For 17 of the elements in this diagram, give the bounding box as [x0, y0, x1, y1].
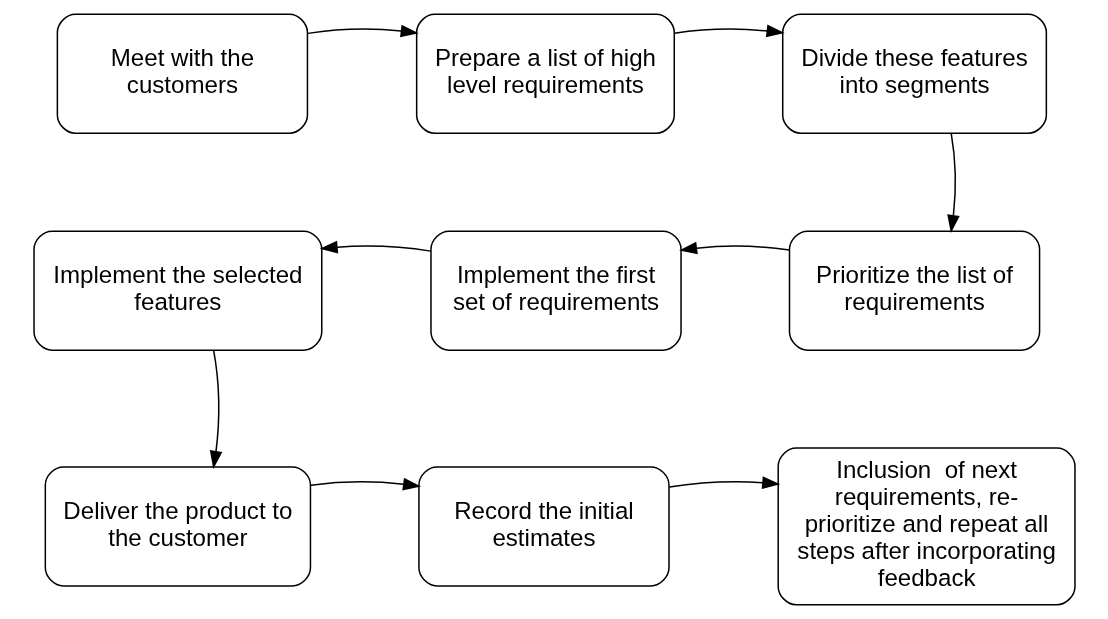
node-box: Prepare a list of high level requirements — [415, 13, 675, 134]
arrow — [668, 476, 780, 489]
node-box: Meet with the customers — [56, 13, 308, 134]
node-box: Divide these features into segments — [781, 13, 1047, 134]
node-box: Implement the first set of requirements — [429, 230, 682, 351]
arrow — [946, 132, 960, 234]
arrow — [673, 24, 785, 38]
arrow — [309, 477, 421, 491]
arrow — [306, 24, 419, 38]
arrow — [678, 241, 790, 255]
node-box: Deliver the product to the customer — [44, 466, 311, 587]
node-box: Inclusion of next requirements, re-prioritize and repeat all steps after incorporating feedback — [776, 447, 1076, 606]
arrow — [319, 240, 431, 254]
node-box: Prioritize the list of requirements — [788, 230, 1040, 351]
arrow — [209, 349, 222, 469]
node-box: Record the initial estimates — [417, 466, 670, 587]
node-box: Implement the selected features — [32, 230, 322, 351]
